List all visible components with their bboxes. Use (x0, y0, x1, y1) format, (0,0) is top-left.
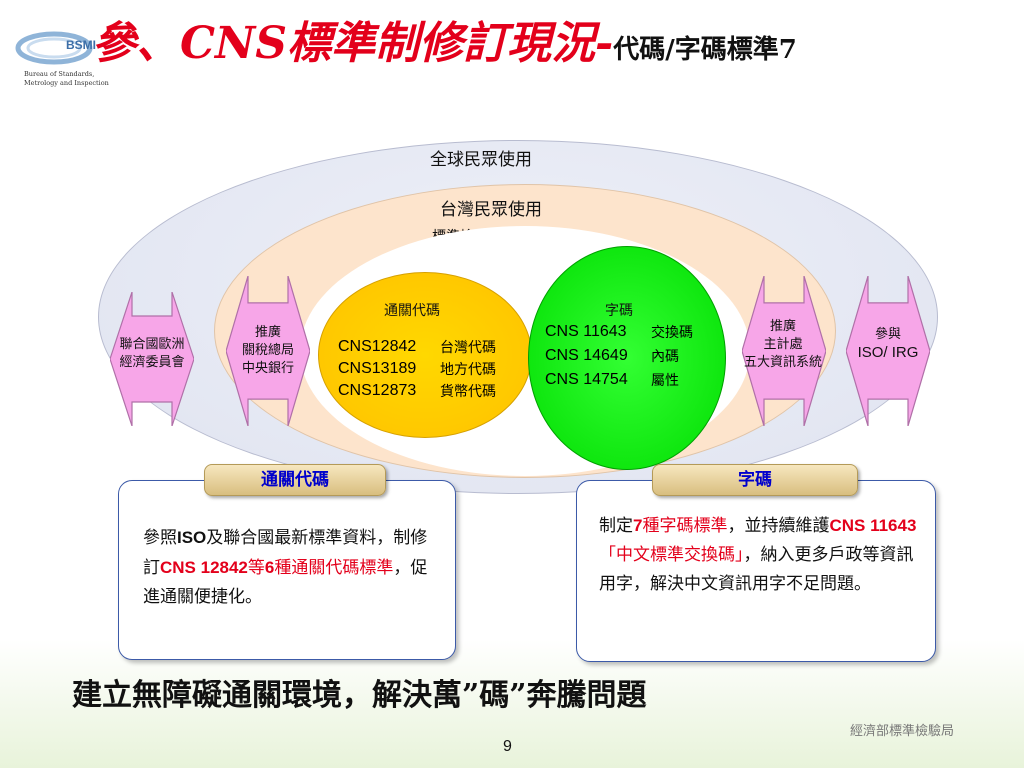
arrow-label-line: ISO/ IRG (857, 344, 919, 361)
double-arrow-icon (846, 276, 930, 426)
panel-text: ISO (177, 528, 207, 547)
character-code-row: CNS 14754 屬性 (545, 368, 693, 392)
character-code-desc: 屬性 (651, 373, 679, 389)
panel-highlight: 6 (264, 558, 275, 577)
arrow-label-line: 主計處 (763, 337, 803, 352)
customs-code-list: CNS12842 台灣代碼 CNS13189 地方代碼 CNS12873 貨幣代… (338, 336, 496, 402)
character-code-title: 字碼 (605, 303, 633, 319)
arrow-label-line: 五大資訊系統 (743, 355, 822, 370)
arrow-label-dgbas: 推廣 主計處 五大資訊系統 (728, 318, 838, 372)
character-code-row: CNS 11643 交換碼 (545, 320, 693, 344)
panel-highlight: 等 (247, 558, 265, 578)
title-dash: - (595, 18, 614, 69)
customs-code-row: CNS12873 貨幣代碼 (338, 380, 496, 402)
arrow-label-line: 參與 (874, 327, 901, 342)
arrow-label-line: 推廣 (769, 319, 796, 334)
customs-code-desc: 台灣代碼 (440, 340, 496, 356)
taiwan-users-label: 台灣民眾使用 (440, 200, 542, 220)
character-code-desc: 交換碼 (651, 325, 693, 341)
title-main: 參、CNS標準制修訂現況 (92, 18, 596, 69)
panel-highlight: 種字碼標準 (642, 516, 728, 536)
logo-caption: Bureau of Standards, Metrology and Inspe… (24, 70, 109, 88)
customs-code-panel: 參照ISO及聯合國最新標準資料，制修訂CNS 12842等6種通關代碼標準，促進… (118, 480, 456, 660)
arrow-label-line: 中央銀行 (241, 361, 294, 376)
customs-code-number: CNS12873 (338, 382, 417, 399)
double-arrow-icon (226, 276, 310, 426)
arrow-label-iso: 參與 ISO/ IRG (842, 326, 934, 362)
character-code-desc: 內碼 (651, 349, 679, 365)
global-users-label: 全球民眾使用 (430, 150, 532, 170)
slogan: 建立無障礙通關環境，解決萬”碼”奔騰問題 (72, 678, 647, 713)
footer-organization: 經濟部標準檢驗局 (850, 724, 955, 739)
page-number: 9 (503, 738, 512, 755)
panel-text: ，並持續維護 (727, 516, 830, 536)
arrow-label-line: 推廣 (254, 325, 281, 340)
double-arrow-icon (110, 292, 194, 426)
character-code-circle (528, 246, 726, 470)
arrow-label-unece: 聯合國歐洲 經濟委員會 (106, 336, 198, 372)
logo-line1: Bureau of Standards, (24, 70, 95, 78)
customs-code-row: CNS12842 台灣代碼 (338, 336, 496, 358)
arrow-label-line: 關稅總局 (241, 343, 294, 358)
customs-code-circle (318, 272, 532, 438)
customs-code-desc: 地方代碼 (440, 362, 496, 378)
panel-text: ，促進通關便捷化。 (143, 558, 428, 607)
character-code-tab: 字碼 (652, 464, 858, 496)
panel-highlight: CNS 12842 (160, 558, 248, 577)
panel-text: 參照 (143, 528, 177, 548)
logo-swoosh-icon (15, 31, 93, 65)
logo-abbr: BSMI (66, 38, 96, 52)
character-code-row: CNS 14649 內碼 (545, 344, 693, 368)
character-code-panel: 制定7種字碼標準，並持續維護CNS 11643 「中文標準交換碼」，納入更多戶政等… (576, 480, 936, 662)
customs-code-panel-text: 參照ISO及聯合國最新標準資料，制修訂CNS 12842等6種通關代碼標準，促進… (143, 523, 439, 612)
character-code-number: CNS 14649 (545, 347, 628, 364)
customs-code-number: CNS12842 (338, 338, 417, 355)
panel-highlight: 「中文標準交換碼」 (599, 545, 744, 565)
double-arrow-icon (742, 276, 826, 426)
arrow-label-line: 聯合國歐洲 (119, 337, 185, 352)
customs-code-desc: 貨幣代碼 (440, 384, 496, 400)
panel-text: ，納入更多戶政等資訊用字，解決中文資訊用字不足問題。 (599, 545, 914, 594)
panel-text: 及聯合國最新標準資料，制修訂 (143, 528, 428, 578)
customs-code-number: CNS13189 (338, 360, 417, 377)
character-code-number: CNS 11643 (545, 323, 627, 340)
character-code-number: CNS 14754 (545, 371, 628, 388)
arrow-label-customs: 推廣 關稅總局 中央銀行 (222, 324, 314, 378)
panel-text: 制定 (599, 516, 633, 536)
customs-code-tab: 通關代碼 (204, 464, 386, 496)
customs-code-row: CNS13189 地方代碼 (338, 358, 496, 380)
logo-line2: Metrology and Inspection (24, 79, 109, 87)
title-sub: 代碼/字碼標準7 (613, 35, 797, 65)
character-code-panel-text: 制定7種字碼標準，並持續維護CNS 11643 「中文標準交換碼」，納入更多戶政等… (599, 511, 919, 599)
arrow-label-line: 經濟委員會 (119, 355, 185, 370)
panel-highlight: CNS 11643 (829, 516, 917, 535)
panel-highlight: 7 (633, 516, 643, 535)
page-title: 參、CNS標準制修訂現況-代碼/字碼標準7 (92, 12, 797, 85)
customs-code-title: 通關代碼 (384, 303, 440, 319)
panel-highlight: 種通關代碼標準 (274, 558, 394, 578)
character-code-list: CNS 11643 交換碼 CNS 14649 內碼 CNS 14754 屬性 (545, 320, 693, 392)
